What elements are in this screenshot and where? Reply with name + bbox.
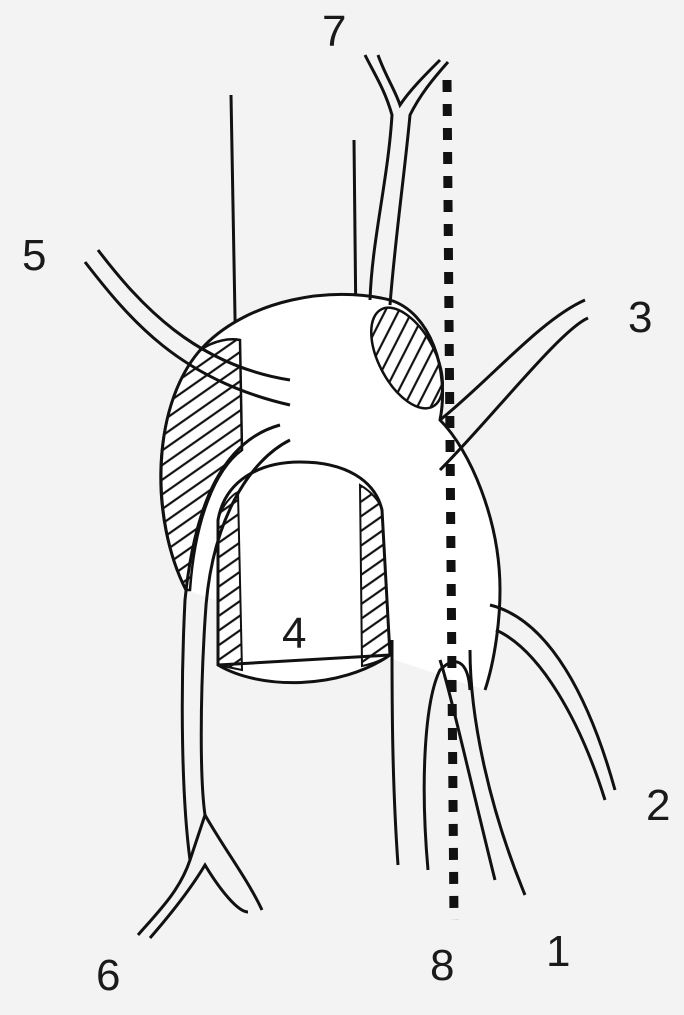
branch-3	[440, 300, 588, 470]
label-3: 3	[628, 296, 652, 340]
hatched-band-left	[218, 492, 242, 670]
label-4: 4	[282, 612, 306, 656]
label-6: 6	[96, 954, 120, 998]
branch-1-inner-loop	[424, 662, 470, 870]
descending-wall	[392, 640, 398, 865]
label-1: 1	[546, 930, 570, 974]
trunk-6-split	[150, 815, 248, 938]
label-7: 7	[322, 10, 346, 54]
branch-2	[490, 605, 615, 800]
branch-7	[365, 55, 448, 305]
label-2: 2	[646, 784, 670, 828]
label-8: 8	[430, 944, 454, 988]
label-5: 5	[22, 234, 46, 278]
